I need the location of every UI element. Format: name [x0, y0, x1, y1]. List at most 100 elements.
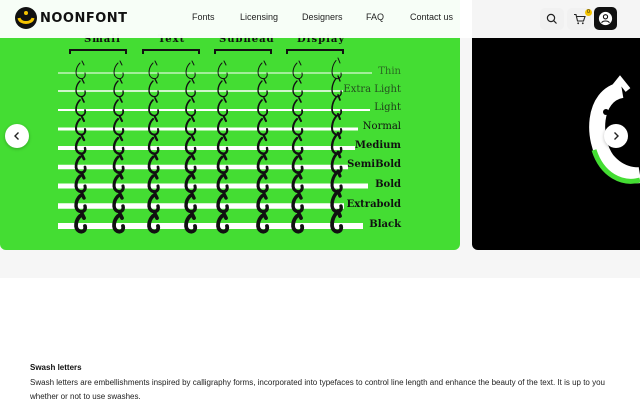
- nav-faq[interactable]: FAQ: [366, 12, 385, 22]
- weights-specimen-graphic: [58, 49, 372, 234]
- specimen-glyph: [113, 97, 125, 117]
- specimen-glyph: [75, 115, 87, 136]
- specimen-glyph: [256, 192, 269, 214]
- specimen-glyph: [330, 131, 343, 155]
- specimen-glyph: [185, 115, 197, 136]
- specimen-glyph: [330, 169, 343, 194]
- nav-designers[interactable]: Designers: [302, 12, 343, 22]
- carousel-next-button[interactable]: [604, 124, 628, 148]
- specimen-glyph: [75, 78, 86, 98]
- specimen-glyph: [147, 172, 160, 194]
- nav-contact-us[interactable]: Contact us: [410, 12, 454, 22]
- specimen-glyph: [74, 134, 87, 155]
- specimen-glyph: [331, 57, 342, 80]
- weight-label-bold: Bold: [375, 179, 401, 190]
- specimen-glyph: [217, 78, 228, 98]
- specimen-glyph: [113, 60, 124, 80]
- specimen-glyph: [257, 60, 268, 80]
- user-icon: [598, 11, 613, 26]
- specimen-glyph: [216, 153, 229, 174]
- hero-carousel: Small Text Subhead Display Thin Extra Li…: [0, 0, 640, 250]
- specimen-glyph: [148, 78, 159, 98]
- weight-label-black: Black: [369, 219, 401, 230]
- weight-label-medium: Medium: [354, 140, 401, 151]
- weight-label-extrabold: Extrabold: [346, 199, 401, 210]
- specimen-glyph: [184, 134, 197, 155]
- cart-button[interactable]: 0: [567, 8, 592, 30]
- chevron-left-icon: [14, 132, 19, 140]
- search-button[interactable]: [540, 8, 564, 30]
- specimen-glyph: [184, 153, 197, 174]
- specimen-glyph: [148, 60, 159, 80]
- specimen-glyph: [147, 153, 160, 174]
- logo-text: NOONFONT: [40, 10, 128, 26]
- specimen-glyph: [184, 212, 198, 234]
- specimen-glyph: [148, 97, 160, 117]
- specimen-glyph: [112, 212, 126, 234]
- specimen-glyph: [217, 97, 229, 117]
- section-body: Swash letters are embellishments inspire…: [30, 378, 605, 401]
- specimen-glyph: [112, 192, 125, 214]
- specimen-glyph: [216, 212, 230, 234]
- weight-label-extra-light: Extra Light: [343, 84, 401, 95]
- specimen-glyph: [256, 153, 269, 174]
- specimen-glyph: [257, 78, 268, 98]
- specimen-glyph: [257, 97, 269, 117]
- specimen-glyph: [147, 192, 160, 214]
- specimen-glyph: [217, 115, 229, 136]
- logo-link[interactable]: NOONFONT: [14, 6, 128, 30]
- specimen-glyph: [291, 212, 305, 234]
- specimen-glyph: [256, 172, 269, 194]
- specimen-glyph: [216, 192, 229, 214]
- noonfont-logo-icon: [15, 7, 37, 29]
- arabic-letter-graphic: [589, 75, 640, 184]
- specimen-glyph: [330, 189, 343, 214]
- nav-fonts[interactable]: Fonts: [192, 12, 215, 22]
- cart-icon: [573, 13, 586, 25]
- specimen-glyph: [331, 94, 343, 117]
- specimen-glyph: [113, 115, 125, 136]
- specimen-glyph: [147, 212, 161, 234]
- specimen-glyph: [184, 192, 197, 214]
- specimen-glyph: [291, 172, 304, 194]
- account-button[interactable]: [594, 7, 617, 30]
- weight-label-semibold: SemiBold: [347, 159, 401, 170]
- specimen-glyph: [74, 153, 87, 174]
- specimen-glyph: [112, 172, 125, 194]
- specimen-glyph: [112, 134, 125, 155]
- specimen-glyph: [216, 134, 229, 155]
- specimen-glyph: [216, 172, 229, 194]
- specimen-glyph: [184, 172, 197, 194]
- specimen-glyph: [291, 134, 304, 155]
- specimen-glyph: [292, 60, 303, 80]
- specimen-glyph: [330, 209, 344, 234]
- specimen-glyph: [185, 60, 196, 80]
- carousel-slide-weights: Small Text Subhead Display Thin Extra Li…: [0, 0, 460, 250]
- specimen-glyph: [148, 115, 160, 136]
- specimen-glyph: [331, 112, 343, 136]
- specimen-glyph: [185, 78, 196, 98]
- specimen-glyph: [74, 212, 88, 234]
- weight-label-light: Light: [374, 102, 401, 113]
- specimen-glyph: [74, 172, 87, 194]
- specimen-glyph: [292, 115, 304, 136]
- column-heading-display: Display: [297, 34, 346, 45]
- specimen-glyph: [185, 97, 197, 117]
- specimen-glyph: [330, 150, 343, 174]
- specimen-glyph: [291, 192, 304, 214]
- specimen-glyph: [257, 115, 269, 136]
- cart-count-badge: 0: [585, 9, 592, 16]
- specimen-glyph: [74, 192, 87, 214]
- chevron-right-icon: [614, 132, 619, 140]
- swash-letters-section: Swash letters Swash letters are embellis…: [30, 363, 620, 404]
- search-icon: [546, 13, 557, 24]
- column-heading-subhead: Subhead: [219, 34, 275, 45]
- column-heading-text: Text: [158, 34, 186, 45]
- nav-licensing[interactable]: Licensing: [240, 12, 279, 22]
- specimen-glyph: [217, 60, 228, 80]
- column-heading-small: Small: [84, 34, 121, 45]
- carousel-prev-button[interactable]: [5, 124, 29, 148]
- section-title: Swash letters: [30, 363, 82, 372]
- specimen-glyph: [75, 97, 87, 117]
- specimen-glyph: [112, 153, 125, 174]
